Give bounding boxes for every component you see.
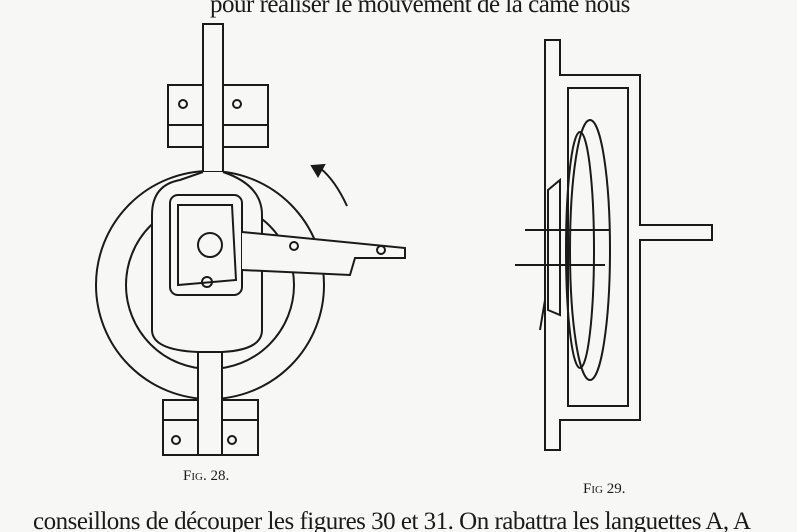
figure-29-drawing xyxy=(515,39,713,451)
figure-28-caption: Fig. 28. xyxy=(183,468,230,484)
body-text-top: pour réaliser le mouvement de la came no… xyxy=(210,0,630,18)
body-text-bottom: conseillons de découper les figures 30 e… xyxy=(33,508,751,532)
figure-29-caption: Fig 29. xyxy=(583,481,626,497)
figure-28-drawing xyxy=(95,23,406,456)
